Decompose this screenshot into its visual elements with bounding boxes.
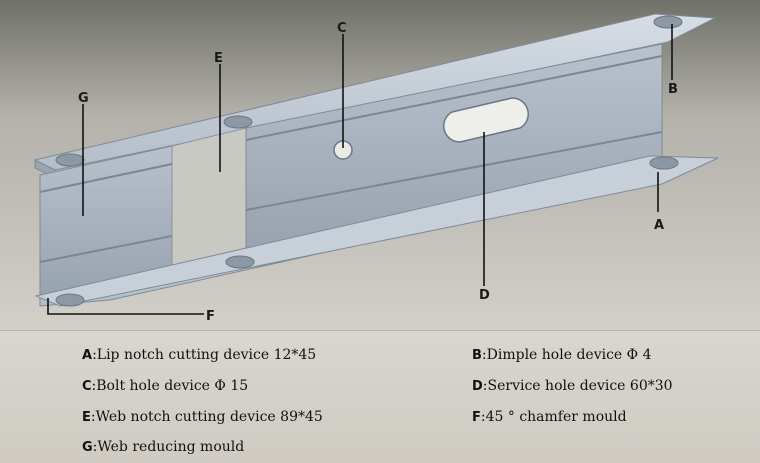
- dimple-hole-bottom-left: [55, 293, 85, 307]
- callout-b: B: [668, 82, 678, 97]
- callout-e: E: [214, 51, 223, 66]
- web-groove-left-lower: [39, 235, 173, 263]
- bottom-flange-face: [34, 155, 719, 307]
- callout-d: D: [479, 288, 490, 303]
- dimple-hole-bottom-right: [649, 156, 679, 170]
- web-notch-opening: [171, 127, 247, 271]
- legend-item-c: C:Bolt hole device Φ 15: [82, 378, 249, 394]
- web-groove-lower: [245, 131, 663, 211]
- callout-c: C: [337, 21, 347, 36]
- legend-item-e: E:Web notch cutting device 89*45: [82, 409, 323, 425]
- c-section-diagram: C E G B A D F: [0, 0, 760, 330]
- dimple-hole-bottom-mid: [225, 255, 255, 269]
- legend-item-d: D:Service hole device 60*30: [472, 378, 673, 394]
- legend-item-b: B:Dimple hole device Φ 4: [472, 347, 652, 363]
- dimple-hole-top-mid: [223, 115, 253, 129]
- legend-item-a: A:Lip notch cutting device 12*45: [82, 347, 317, 363]
- dimple-hole-top-left: [55, 153, 85, 167]
- service-hole: [443, 97, 529, 143]
- legend-panel: A:Lip notch cutting device 12*45 B:Dimpl…: [0, 330, 760, 463]
- legend-item-g: G:Web reducing mould: [82, 439, 245, 455]
- callout-g: G: [78, 91, 89, 106]
- callout-f: F: [206, 309, 215, 324]
- web-groove-left-upper: [39, 163, 173, 193]
- callout-a: A: [654, 218, 664, 233]
- leader-f: [47, 298, 204, 315]
- web-groove-upper: [245, 55, 663, 141]
- legend-item-f: F:45 ° chamfer mould: [472, 409, 627, 425]
- dimple-hole-top-right: [653, 15, 683, 29]
